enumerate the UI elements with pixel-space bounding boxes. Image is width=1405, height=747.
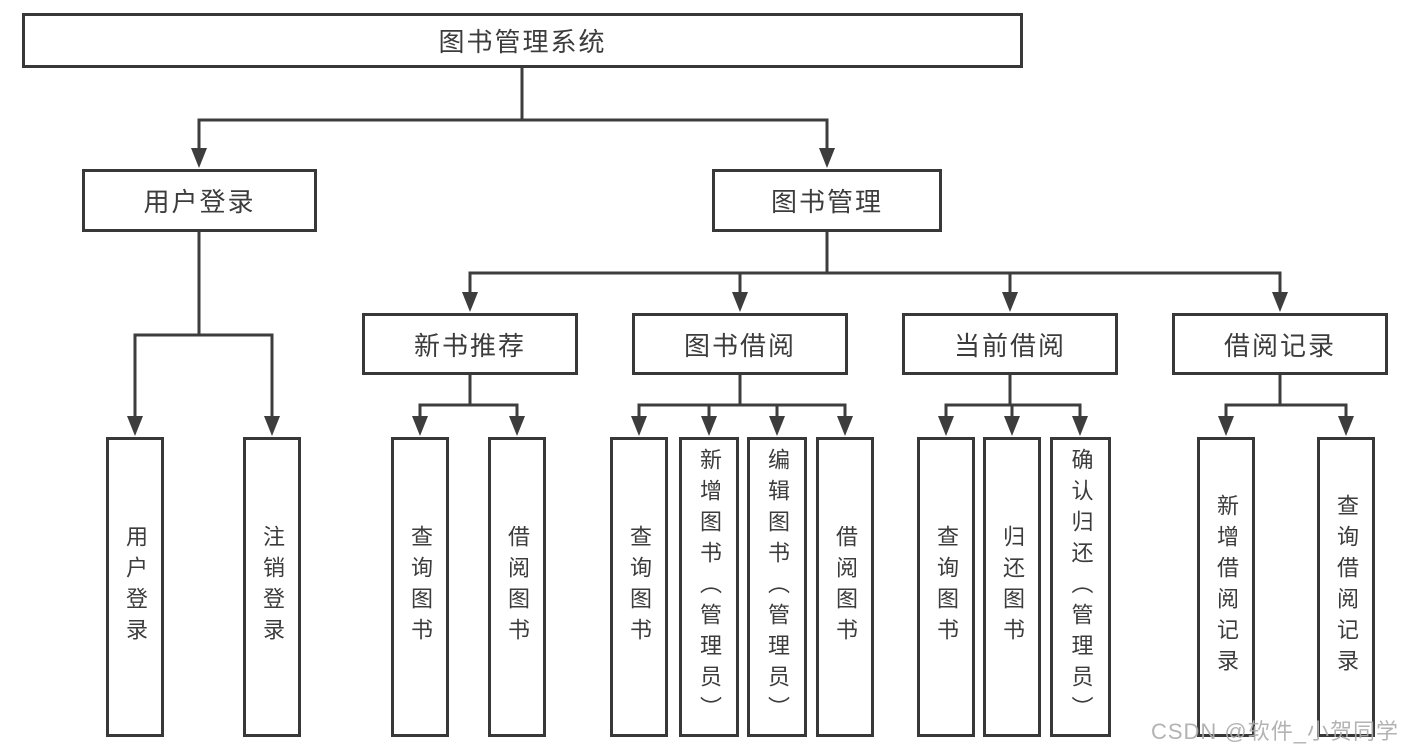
leaf-query-borrow-record: 查询借阅记录	[1317, 437, 1375, 737]
node-current-borrow-label: 当前借阅	[953, 330, 1066, 361]
tree-edges	[133, 68, 1348, 418]
leaf-query-books-recommend-label: 查询图书	[408, 525, 433, 649]
leaf-confirm-return-admin: 确认归还（管理员）	[1050, 437, 1111, 737]
leaf-add-borrow-record-label: 新增借阅记录	[1214, 494, 1239, 680]
leaf-query-books-current: 查询图书	[917, 437, 975, 737]
leaf-logout-label: 注销登录	[260, 525, 285, 649]
node-current-borrow: 当前借阅	[902, 313, 1118, 375]
leaf-confirm-return-admin-label: 确认归还（管理员）	[1068, 447, 1094, 727]
node-borrow-records-label: 借阅记录	[1223, 330, 1336, 361]
leaf-borrow-books-label: 借阅图书	[833, 525, 858, 649]
leaf-add-book-admin: 新增图书（管理员）	[679, 437, 739, 737]
leaf-user-login: 用户登录	[106, 437, 164, 737]
leaf-edit-book-admin: 编辑图书（管理员）	[747, 437, 807, 737]
leaf-edit-book-admin-label: 编辑图书（管理员）	[765, 447, 790, 727]
leaf-query-borrow-record-label: 查询借阅记录	[1334, 494, 1359, 680]
node-book-borrow-label: 图书借阅	[683, 330, 796, 361]
leaf-user-login-label: 用户登录	[123, 525, 148, 649]
leaf-query-books-borrow: 查询图书	[610, 437, 668, 737]
leaf-add-borrow-record: 新增借阅记录	[1197, 437, 1255, 737]
leaf-query-books-recommend: 查询图书	[391, 437, 449, 737]
node-book-borrow: 图书借阅	[632, 313, 848, 375]
leaf-borrow-books: 借阅图书	[816, 437, 874, 737]
node-user-login-label: 用户登录	[143, 187, 256, 217]
node-new-book-recommend-label: 新书推荐	[413, 330, 526, 361]
leaf-borrow-books-recommend-label: 借阅图书	[505, 525, 530, 649]
node-library-system: 图书管理系统	[22, 13, 1023, 68]
csdn-watermark: CSDN @软件_小贺同学	[1150, 719, 1399, 744]
leaf-borrow-books-recommend: 借阅图书	[488, 437, 546, 737]
node-library-system-label: 图书管理系统	[438, 27, 607, 57]
node-user-login: 用户登录	[82, 169, 317, 232]
leaf-logout: 注销登录	[243, 437, 301, 737]
arrow-down-icons	[127, 148, 1354, 436]
leaf-query-books-current-label: 查询图书	[934, 525, 959, 649]
leaf-return-book-label: 归还图书	[1000, 525, 1025, 649]
node-borrow-records: 借阅记录	[1172, 313, 1388, 375]
leaf-query-books-borrow-label: 查询图书	[627, 525, 652, 649]
node-book-management: 图书管理	[712, 169, 942, 232]
node-new-book-recommend: 新书推荐	[362, 313, 578, 375]
leaf-add-book-admin-label: 新增图书（管理员）	[697, 447, 722, 727]
node-book-management-label: 图书管理	[770, 187, 883, 217]
leaf-return-book: 归还图书	[983, 437, 1041, 737]
